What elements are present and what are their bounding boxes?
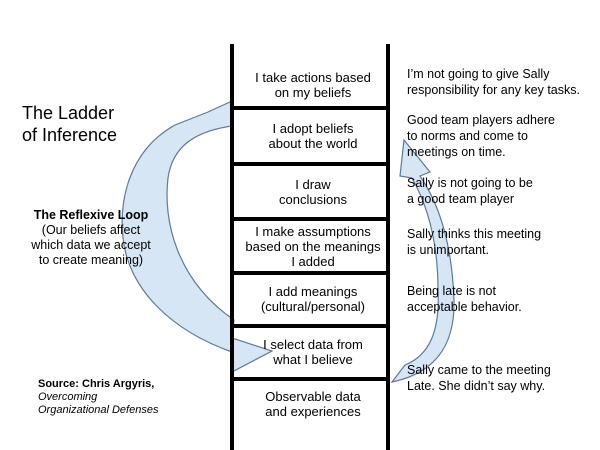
ladder-rung [234,162,388,166]
reflexive-loop-label: The Reflexive Loop (Our beliefs affect w… [31,208,151,267]
ladder-rung [234,106,388,110]
ladder-rung [234,217,388,221]
diagram-title: The Ladder of Inference [22,103,118,145]
ladder-left-rail [230,44,234,450]
right-loop-arrow [390,138,455,383]
ladder-right-rail [386,44,390,450]
ladder-step-meanings: I add meanings(cultural/personal) [260,284,366,314]
reflexive-loop-heading: The Reflexive Loop [33,208,149,222]
ladder-rung [234,377,388,381]
ladder-rung [234,271,388,275]
ladder-rung [234,324,388,328]
source-citation: Source: Chris Argyris, Overcoming Organi… [38,378,159,416]
